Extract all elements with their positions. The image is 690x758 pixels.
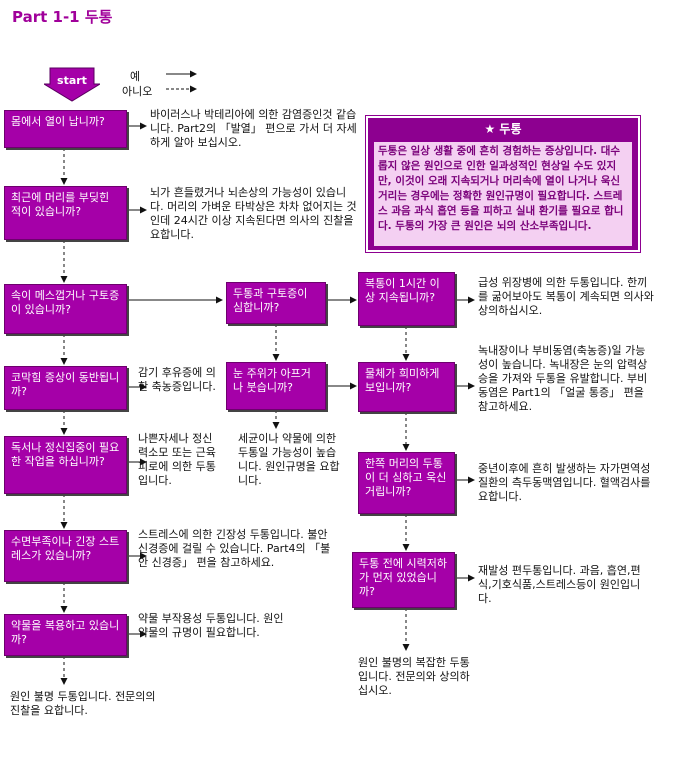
answer-complex: 원인 불명의 복잡한 두통입니다. 전문의와 상의하십시오. [358,656,470,697]
legend-no-label: 아니오 [122,85,153,98]
question-abdominal-pain[interactable]: 복통이 1시간 이상 지속됩니까? [358,272,455,326]
star-icon: ★ [484,122,500,136]
question-nausea[interactable]: 속이 메스껍거나 구토증이 있습니까? [4,284,127,334]
question-reading-focus[interactable]: 독서나 정신집중이 필요한 작업을 하십니까? [4,436,127,494]
info-body: 두통은 일상 생활 중에 흔히 경험하는 증상입니다. 대수롭지 않은 원인으로… [374,142,632,246]
answer-unknown: 원인 불명 두통입니다. 전문의의 진찰을 요합니다. [10,690,156,717]
answer-gastric: 급성 위장병에 의한 두통입니다. 한끼를 굶어보아도 복통이 계속되면 의사와… [478,276,654,317]
answer-migraine: 재발성 편두통입니다. 과음, 흡연,편식,기호식품,스트레스등이 원인입니다. [478,564,641,605]
question-medication[interactable]: 약물을 복용하고 있습니까? [4,614,127,656]
answer-infection: 세균이나 약물에 의한 두통일 가능성이 높습니다. 원인규명을 요합니다. [238,432,340,487]
start-marker: start [42,66,102,106]
info-title: ★ 두통 [368,120,638,137]
answer-posture: 나쁜자세나 정신력소모 또는 근육피로에 의한 두통입니다. [138,432,216,487]
question-severe-vomiting[interactable]: 두통과 구토증이 심합니까? [226,282,326,324]
question-blurred-vision[interactable]: 물체가 희미하게 보입니까? [358,362,455,412]
answer-sinusitis: 감기 후유증에 의한 축농증입니다. [138,366,216,393]
answer-fever: 바이러스나 박테리아에 의한 감염증인것 같습니다. Part2의 「발열」 편… [150,108,357,149]
legend-yes-label: 예 [130,70,141,83]
question-fever[interactable]: 몸에서 열이 납니까? [4,110,127,148]
answer-head-injury: 뇌가 흔들렸거나 뇌손상의 가능성이 있습니다. 머리의 가벼운 타박상은 차차… [150,186,357,241]
answer-medication: 약물 부작용성 두통입니다. 원인 약물의 규명이 필요합니다. [138,612,284,639]
question-nasal-congestion[interactable]: 코막힘 증상이 동반됩니까? [4,366,127,410]
question-eye-pain[interactable]: 눈 주위가 아프거나 붓습니까? [226,362,326,410]
start-label: start [57,74,87,87]
page-title: Part 1-1 두통 [12,8,113,26]
info-title-text: 두통 [499,122,522,136]
question-head-injury[interactable]: 최근에 머리를 부딪힌 적이 있습니까? [4,186,127,240]
question-vision-loss-first[interactable]: 두통 전에 시력저하가 먼저 있었습니까? [352,552,455,608]
answer-arteritis: 중년이후에 흔히 발생하는 자가면역성 질환의 측두동맥염입니다. 혈액검사를 … [478,462,651,503]
answer-glaucoma: 녹내장이나 부비동염(축농증)일 가능성이 높습니다. 녹내장은 눈의 압력상승… [478,344,648,413]
question-sleep-stress[interactable]: 수면부족이나 긴장 스트레스가 있습니까? [4,530,127,582]
answer-tension: 스트레스에 의한 긴장성 두통입니다. 불안 신경증에 걸릴 수 있습니다. P… [138,528,331,569]
question-one-sided-pain[interactable]: 한쪽 머리의 두통이 더 심하고 욱신거립니까? [358,452,455,514]
info-panel: ★ 두통 두통은 일상 생활 중에 흔히 경험하는 증상입니다. 대수롭지 않은… [365,115,641,253]
